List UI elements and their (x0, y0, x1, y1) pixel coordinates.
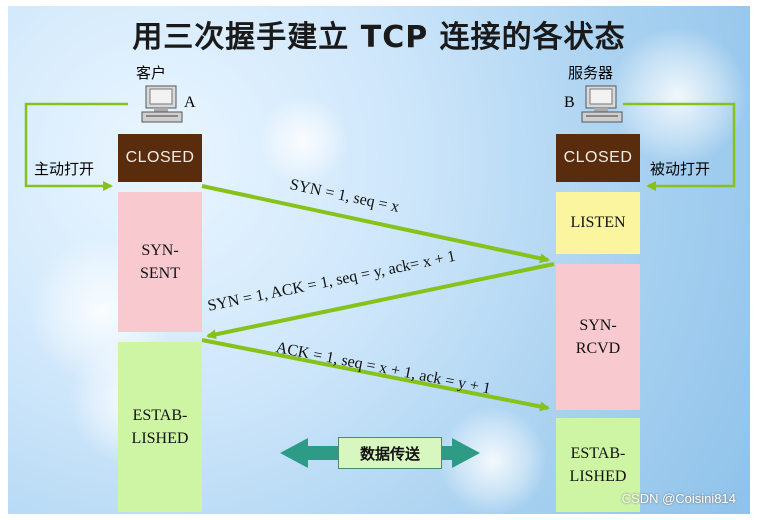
server-state-syn-rcvd-line1: SYN- (579, 316, 617, 334)
server-state-closed: CLOSED (556, 134, 640, 182)
server-state-established: ESTAB- LISHED (556, 418, 640, 512)
client-action-label: 主动打开 (34, 160, 95, 178)
server-computer-icon (581, 85, 623, 123)
client-state-syn-sent-line2: SENT (140, 265, 180, 282)
client-computer-icon (141, 85, 183, 123)
server-state-established-line2: LISHED (569, 468, 627, 485)
server-state-established-text: ESTAB- LISHED (570, 442, 627, 488)
server-open-loop-arrow (623, 102, 736, 191)
server-label: 服务器 (568, 64, 614, 82)
data-transfer-label: 数据传送 (338, 437, 442, 469)
diagram-title: 用三次握手建立 TCP 连接的各状态 (132, 20, 626, 55)
server-state-closed-text: CLOSED (563, 149, 633, 167)
client-state-established-line2: LISHED (131, 430, 189, 447)
syn-ack-arrow (206, 262, 555, 340)
client-state-established-text: ESTAB- LISHED (132, 404, 189, 450)
watermark-text: CSDN @Coisini814 (621, 491, 736, 506)
client-letter: A (184, 94, 196, 111)
client-state-syn-sent-text: SYN- SENT (140, 239, 180, 285)
client-state-syn-sent: SYN- SENT (118, 192, 202, 332)
server-letter: B (564, 94, 575, 111)
server-state-listen-text: LISTEN (570, 214, 626, 232)
client-state-closed: CLOSED (118, 134, 202, 182)
diagram-canvas: 用三次握手建立 TCP 连接的各状态 客户 A 服务器 B (8, 6, 750, 514)
arrow-layer (24, 102, 736, 468)
server-state-syn-rcvd: SYN- RCVD (556, 264, 640, 410)
server-action-label: 被动打开 (650, 160, 711, 178)
server-state-listen: LISTEN (556, 192, 640, 254)
client-state-established: ESTAB- LISHED (118, 342, 202, 512)
background-flower (258, 96, 348, 186)
client-label: 客户 (136, 64, 167, 82)
server-state-syn-rcvd-text: SYN- RCVD (576, 314, 620, 360)
client-state-closed-text: CLOSED (125, 149, 195, 167)
data-left-arrowhead (280, 438, 338, 468)
client-state-syn-sent-line1: SYN- (141, 241, 179, 259)
data-right-arrowhead (442, 438, 480, 468)
syn-arrow (201, 184, 550, 264)
client-state-established-line1: ESTAB- (132, 406, 188, 424)
client-open-loop-arrow (24, 102, 128, 191)
server-state-established-line1: ESTAB- (570, 444, 626, 462)
ack-arrow (201, 338, 550, 412)
server-state-syn-rcvd-line2: RCVD (575, 340, 621, 357)
